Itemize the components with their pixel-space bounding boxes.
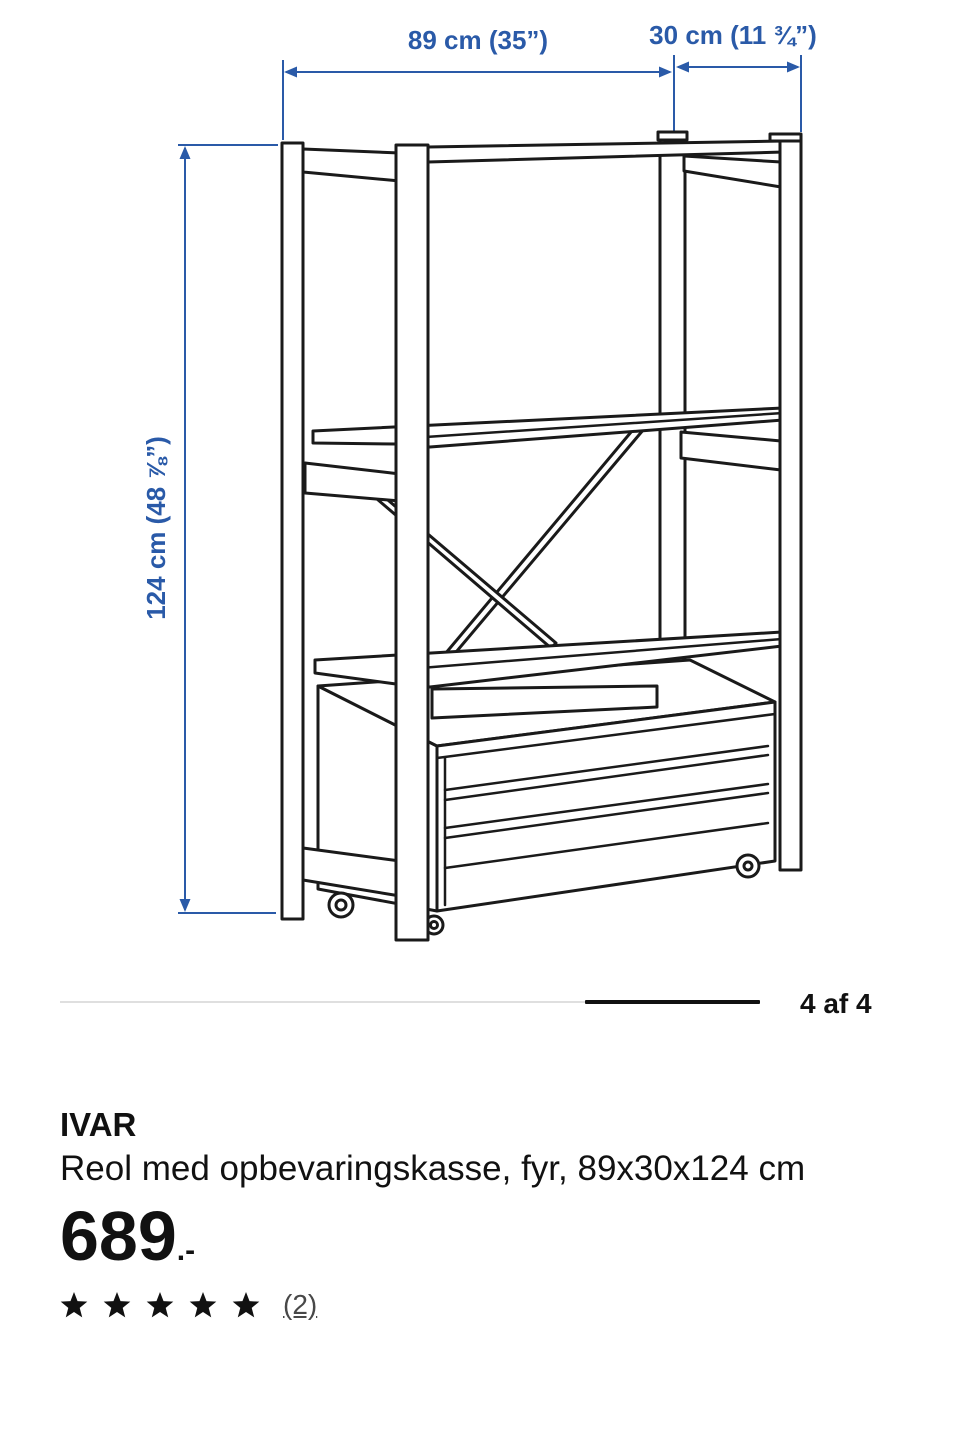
price-amount: 689 <box>60 1197 177 1275</box>
width-label: 89 cm (35”) <box>408 25 548 55</box>
caster-wheel <box>735 853 761 879</box>
arrowhead <box>179 146 191 159</box>
product-dimension-drawing: 89 cm (35”) 30 cm (11 ¾”) 124 cm (48 ⅞”) <box>141 20 817 942</box>
product-description: Reol med opbevaringskasse, fyr, 89x30x12… <box>60 1149 806 1188</box>
front-left-post <box>394 143 430 942</box>
right-top-crossbar <box>682 154 783 189</box>
shelf-edge <box>394 637 784 672</box>
product-image-carousel[interactable]: 89 cm (35”) 30 cm (11 ¾”) 124 cm (48 ⅞”) <box>0 0 960 980</box>
star-icon <box>232 1292 260 1318</box>
carousel-progress-track <box>60 1000 760 1004</box>
star-icon <box>189 1292 217 1318</box>
review-count-link[interactable]: (2) <box>283 1289 318 1320</box>
dimension-annotations: 89 cm (35”) 30 cm (11 ¾”) 124 cm (48 ⅞”) <box>141 20 817 914</box>
rating-stars <box>60 1292 275 1318</box>
left-top-crossbar <box>301 147 402 183</box>
post-cap <box>656 130 689 142</box>
shelf-unit <box>280 130 803 942</box>
star-icon <box>103 1292 131 1318</box>
shelf-edge <box>394 411 785 441</box>
back-right-post <box>658 131 687 665</box>
carousel-progress-indicator <box>585 1000 760 1004</box>
post-cap <box>768 132 803 143</box>
arrowhead <box>659 66 672 78</box>
cross-brace-strap <box>438 423 646 666</box>
left-middle-crossbar <box>303 461 402 503</box>
star-icon <box>60 1292 88 1318</box>
back-left-post <box>280 141 305 921</box>
carousel-counter: 4 af 4 <box>800 988 872 1019</box>
star-icon <box>146 1292 174 1318</box>
arrowhead <box>284 66 297 78</box>
arrowhead <box>787 61 800 73</box>
product-rating[interactable]: (2) <box>60 1288 317 1322</box>
front-right-post <box>778 135 803 872</box>
caster-wheel <box>327 891 355 919</box>
storage-box-back-slat <box>430 684 659 720</box>
right-middle-crossbar <box>679 430 783 472</box>
arrowhead <box>676 61 689 73</box>
product-name: IVAR <box>60 1106 137 1143</box>
price-suffix: .- <box>176 1234 196 1267</box>
height-label: 124 cm (48 ⅞”) <box>141 436 171 620</box>
arrowhead <box>179 899 191 912</box>
depth-label: 30 cm (11 ¾”) <box>649 20 817 50</box>
product-price: 689.- <box>60 1196 195 1296</box>
storage-box-front-slats <box>435 712 777 907</box>
